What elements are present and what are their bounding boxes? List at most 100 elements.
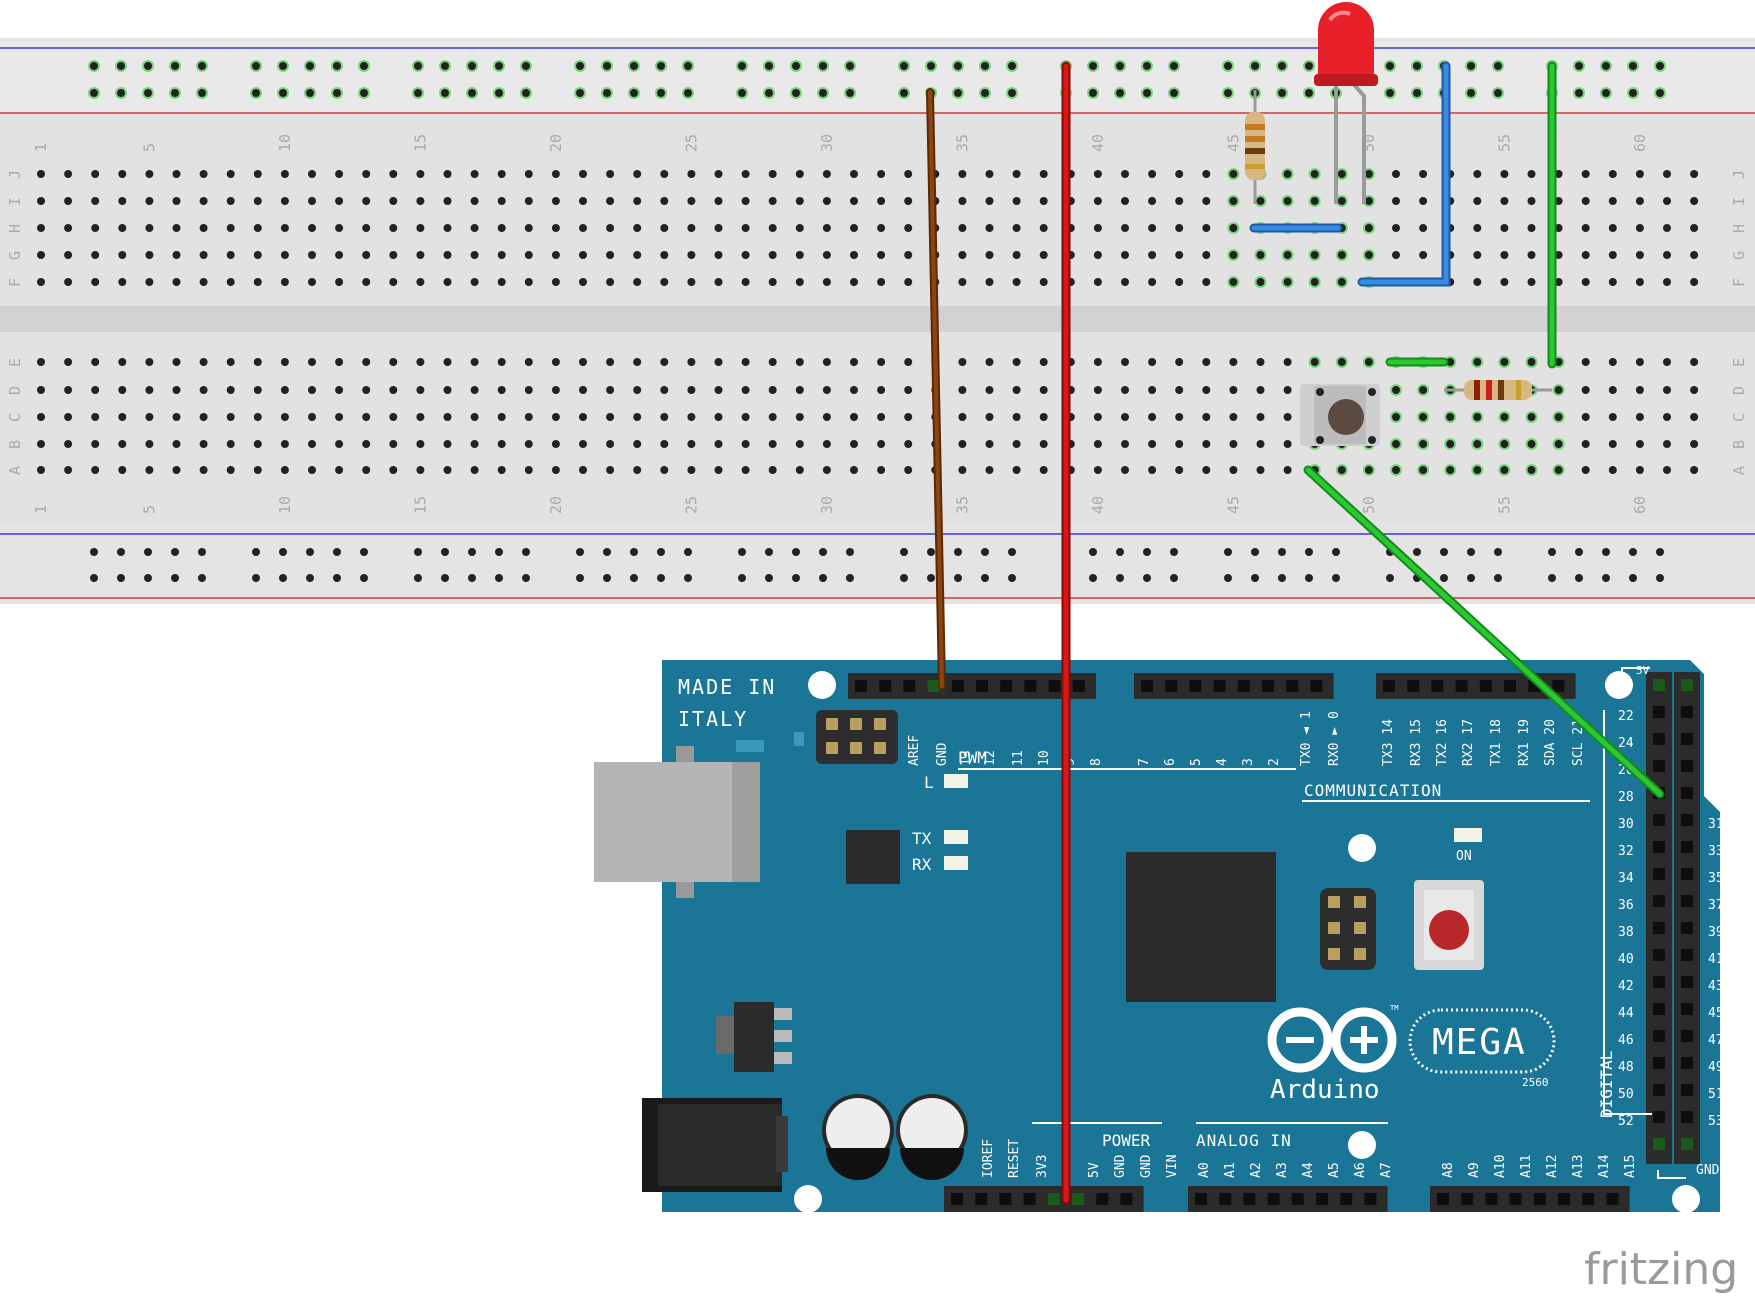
digital-pin-label: 36 [1618, 898, 1634, 913]
pin-label: A10 [1493, 1155, 1508, 1178]
pin-label: A14 [1597, 1154, 1612, 1178]
digital-pin-label: 52 [1618, 1114, 1634, 1129]
column-number: 15 [411, 134, 429, 152]
pin-label: A4 [1301, 1162, 1316, 1178]
digital-pin-label: 41 [1708, 952, 1724, 967]
row-letter: A [6, 466, 24, 475]
row-letter: A [1730, 466, 1748, 475]
row-letter: F [1730, 278, 1748, 287]
pin-label: 4 [1215, 758, 1230, 766]
pin-label: 2 [1267, 758, 1282, 766]
column-number: 25 [682, 496, 700, 514]
pin-label: RX2 17 [1461, 719, 1476, 766]
pin-label: A2 [1249, 1162, 1264, 1178]
pwm-label: PWM [958, 748, 987, 767]
digital-pin-label: 30 [1618, 817, 1634, 832]
digital-pin-label: 49 [1708, 1060, 1724, 1075]
atmega2560-chip [1126, 852, 1276, 1002]
digital-pin-label: 39 [1708, 925, 1724, 940]
pin-label: VIN [1165, 1155, 1180, 1178]
pin-label: A12 [1545, 1155, 1560, 1178]
pin-label: GND [1139, 1154, 1154, 1178]
digital-pin-label: 43 [1708, 979, 1724, 994]
wire-green [1303, 61, 1665, 799]
usb-chip [846, 830, 900, 884]
row-letter: B [6, 440, 24, 449]
pin-label: 13 [959, 750, 974, 766]
pin-label: 6 [1163, 758, 1178, 766]
mega-model-text: MEGA [1432, 1022, 1527, 1063]
capacitor [822, 1094, 894, 1180]
push-button [1300, 384, 1380, 446]
row-letter: J [6, 170, 24, 179]
column-number: 5 [140, 505, 158, 514]
column-number: 20 [547, 134, 565, 152]
pin-header [1134, 673, 1334, 699]
power-jack [642, 1098, 788, 1192]
digital-pin-label: 44 [1618, 1006, 1634, 1021]
digital-pin-label: 53 [1708, 1114, 1724, 1129]
pin-label: A3 [1275, 1162, 1290, 1178]
pin-header [944, 1186, 1144, 1212]
row-letter: C [6, 413, 24, 422]
column-number: 30 [818, 496, 836, 514]
digital-pin-label: 32 [1618, 844, 1634, 859]
row-letter: I [1730, 197, 1748, 206]
fritzing-watermark: fritzing [1584, 1244, 1738, 1295]
led-rx [944, 856, 968, 870]
mounting-hole [1348, 834, 1376, 862]
column-number: 5 [140, 143, 158, 152]
digital-pin-label: 38 [1618, 925, 1634, 940]
pin-header [1674, 672, 1700, 1164]
pin-label: A13 [1571, 1155, 1586, 1178]
column-number: 55 [1495, 134, 1513, 152]
pin-label: AREF [907, 735, 922, 766]
pin-label: SDA 20 [1543, 719, 1558, 766]
column-number: 55 [1495, 496, 1513, 514]
arduino-mega-board: MADE IN ITALY PWM COMMUNICATION L TX RX … [594, 660, 1724, 1213]
resistor [1245, 90, 1265, 204]
digital-pin-label: 31 [1708, 817, 1724, 832]
column-number: 35 [953, 134, 971, 152]
column-number: 45 [1224, 496, 1242, 514]
mounting-hole [794, 1185, 822, 1213]
pin-label: 12 [983, 750, 998, 766]
pin-header [1430, 1186, 1630, 1212]
pin-label: 3V3 [1035, 1155, 1050, 1178]
row-letter: H [1730, 224, 1748, 233]
led-tx [944, 830, 968, 844]
pin-label: A6 [1353, 1162, 1368, 1178]
column-number: 30 [818, 134, 836, 152]
digital-pin-label: 34 [1618, 871, 1634, 886]
digital-pin-label: 28 [1618, 790, 1634, 805]
pin-label: 11 [1011, 750, 1026, 766]
wire-brown [926, 88, 946, 690]
analog-in-label: ANALOG IN [1196, 1131, 1292, 1150]
column-number: 60 [1631, 134, 1649, 152]
led-l [944, 774, 968, 788]
icsp-header [1320, 888, 1376, 970]
row-letter: G [6, 251, 24, 260]
column-number: 40 [1089, 134, 1107, 152]
icsp-header-top [816, 710, 898, 764]
column-number: 15 [411, 496, 429, 514]
digital-pin-label: 22 [1618, 709, 1634, 724]
communication-label: COMMUNICATION [1304, 781, 1442, 800]
pin-label: 7 [1137, 758, 1152, 766]
row-letter: D [1730, 386, 1748, 395]
reset-button[interactable] [1414, 880, 1484, 970]
pin-label: 3 [1241, 758, 1256, 766]
digital-pin-label: 45 [1708, 1006, 1724, 1021]
row-letter: J [1730, 170, 1748, 179]
pin-label: A5 [1327, 1162, 1342, 1178]
pin-label: GND [1113, 1154, 1128, 1178]
usb-connector [594, 746, 760, 898]
digital-pin-label: 46 [1618, 1033, 1634, 1048]
row-letter: E [6, 358, 24, 367]
column-number: 1 [32, 505, 50, 514]
pin-label: 10 [1037, 750, 1052, 766]
row-letter: D [6, 386, 24, 395]
row-letter: I [6, 197, 24, 206]
pin-label: A0 [1197, 1162, 1212, 1178]
